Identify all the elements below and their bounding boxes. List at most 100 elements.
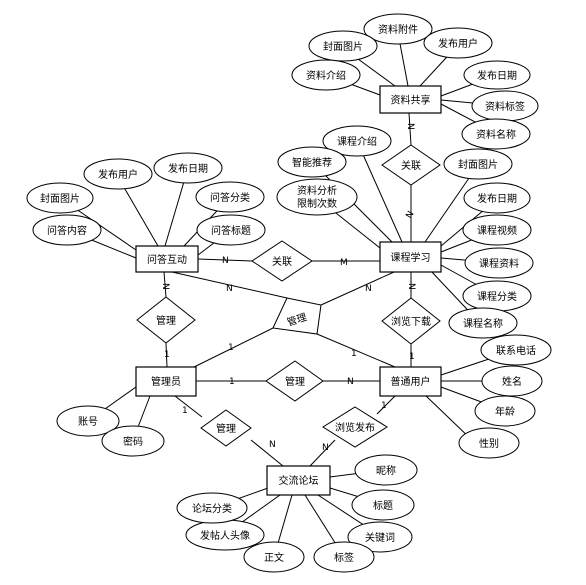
entity-course-study: 课程学习: [379, 241, 442, 273]
attr-user-age: 年龄: [474, 395, 536, 427]
attr-course-date: 发布日期: [463, 182, 531, 214]
relation-label: 管理: [285, 375, 305, 388]
attr-label: 发布日期: [168, 162, 208, 175]
card-n: N: [222, 256, 229, 266]
attr-label: 正文: [264, 551, 284, 564]
attr-res-tag: 资料标签: [471, 90, 539, 122]
card-1: 1: [409, 352, 415, 362]
attr-res-cover: 封面图片: [308, 30, 378, 62]
relation-admin-qa: 管理: [136, 296, 196, 344]
card-1: 1: [351, 349, 357, 359]
entity-forum: 交流论坛: [266, 465, 331, 496]
card-n: N: [160, 283, 170, 290]
card-n: N: [269, 440, 276, 450]
attr-course-intro: 课程介绍: [322, 125, 392, 157]
entity-label: 普通用户: [391, 375, 431, 388]
attr-forum-tag: 标签: [313, 541, 375, 573]
attr-label: 关键词: [365, 531, 395, 544]
attr-qa-title: 问答标题: [196, 214, 266, 246]
attr-label: 论坛分类: [192, 502, 232, 515]
attr-course-material: 课程资料: [464, 247, 534, 279]
card-n: N: [405, 210, 417, 221]
attr-forum-body: 正文: [243, 541, 305, 573]
relation-resource-course: 关联: [381, 144, 441, 186]
attr-forum-nickname: 昵称: [354, 454, 418, 486]
card-n: N: [365, 284, 372, 294]
attr-forum-title: 标题: [351, 489, 415, 521]
relation-user-forum: 浏览发布: [322, 406, 388, 448]
entity-user: 普通用户: [379, 366, 442, 397]
card-n: N: [405, 123, 415, 130]
attr-course-analysis: 资料分析 限制次数: [276, 178, 358, 216]
attr-qa-category: 问答分类: [195, 181, 265, 213]
attr-label: 课程分类: [477, 290, 517, 303]
attr-qa-date: 发布日期: [153, 152, 223, 184]
relation-admin-forum: 管理: [200, 409, 252, 447]
entity-qa: 问答互动: [135, 245, 199, 273]
attr-course-name: 课程名称: [448, 307, 518, 339]
attr-forum-keyword: 关键词: [347, 521, 413, 553]
attr-course-video: 课程视频: [462, 214, 532, 246]
attr-user-gender: 性别: [458, 427, 520, 459]
card-n: N: [322, 443, 329, 453]
relation-label: 管理: [216, 422, 236, 435]
attr-course-cover: 封面图片: [443, 148, 513, 180]
attr-label: 资料标签: [485, 100, 525, 113]
attr-label: 课程介绍: [337, 135, 377, 148]
attr-forum-avatar: 发帖人头像: [185, 519, 265, 551]
relation-admin-course: 管理: [272, 297, 322, 335]
relation-admin-user: 管理: [265, 360, 324, 402]
attr-label: 资料介绍: [306, 69, 346, 82]
relation-user-course: 浏览下载: [381, 297, 441, 345]
attr-user-name: 姓名: [481, 365, 543, 397]
attr-label: 封面图片: [323, 40, 363, 53]
attr-label: 性别: [479, 437, 499, 450]
attr-qa-content: 问答内容: [32, 214, 102, 246]
card-1: 1: [229, 377, 235, 387]
attr-label: 智能推荐: [292, 156, 332, 169]
attr-label: 姓名: [502, 375, 522, 388]
attr-res-intro: 资料介绍: [291, 59, 361, 91]
attr-label: 联系电话: [496, 344, 536, 357]
attr-res-publisher: 发布用户: [423, 27, 493, 59]
attr-res-attachment: 资料附件: [363, 13, 433, 45]
relation-label: 关联: [401, 159, 421, 172]
attr-label: 课程资料: [479, 257, 519, 270]
attr-course-category: 课程分类: [462, 280, 532, 312]
entity-label: 交流论坛: [279, 474, 319, 487]
attr-label: 问答内容: [47, 224, 87, 237]
card-n: N: [406, 283, 416, 290]
attr-label: 发帖人头像: [200, 529, 250, 542]
attr-label: 资料附件: [378, 23, 418, 36]
attr-label: 昵称: [376, 464, 396, 477]
attr-user-phone: 联系电话: [480, 334, 552, 366]
card-1: 1: [228, 343, 234, 353]
attr-res-date: 发布日期: [463, 60, 531, 90]
card-n: N: [226, 284, 233, 294]
attr-label: 发布日期: [477, 192, 517, 205]
entity-label: 管理员: [151, 375, 181, 388]
attr-label: 资料名称: [476, 128, 516, 141]
relation-label: 浏览发布: [335, 421, 375, 434]
entity-resource-share: 资料共享: [379, 85, 442, 114]
attr-admin-password: 密码: [101, 425, 165, 457]
attr-label: 发布用户: [438, 37, 478, 50]
relation-label: 浏览下载: [391, 315, 431, 328]
card-1: 1: [182, 406, 188, 416]
entity-label: 问答互动: [147, 253, 187, 266]
card-1: 1: [381, 401, 387, 411]
attr-label: 标题: [373, 500, 393, 512]
relation-qa-course: 关联: [251, 240, 313, 282]
attr-course-recommend: 智能推荐: [277, 146, 347, 178]
attr-qa-publisher: 发布用户: [83, 158, 153, 190]
attr-label: 发布日期: [477, 69, 517, 82]
attr-label-line-1: 资料分析: [297, 184, 337, 197]
card-n: N: [347, 377, 354, 387]
entity-label: 课程学习: [391, 251, 431, 264]
attr-label: 年龄: [495, 405, 515, 418]
attr-qa-cover: 封面图片: [26, 182, 94, 214]
relation-label: 管理: [156, 314, 176, 327]
attr-label: 账号: [78, 416, 98, 428]
